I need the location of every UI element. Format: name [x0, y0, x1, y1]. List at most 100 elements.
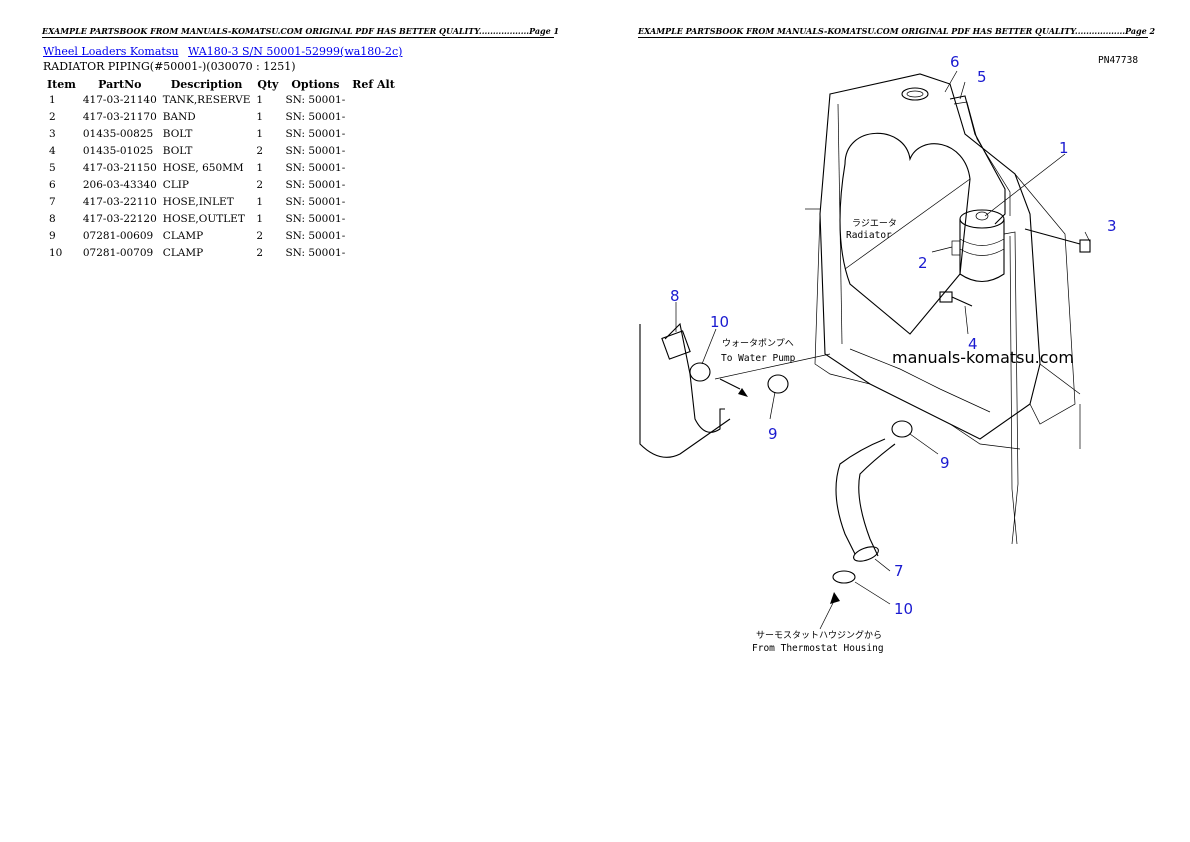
clamp-10-left — [689, 362, 711, 382]
column-header-description: Description — [170, 78, 243, 91]
radiator-label-jp: ラジエータ — [852, 218, 897, 229]
inlet-hose — [835, 438, 886, 555]
radiator-body — [805, 73, 1081, 450]
page2-header: EXAMPLE PARTSBOOK FROM MANUALS-KOMATSU.C… — [638, 26, 1156, 38]
cell-ref-alt — [348, 212, 399, 229]
cell-description: HOSE,OUTLET — [162, 213, 245, 225]
cell-options: SN: 50001- — [285, 94, 346, 106]
callout-7: 7 — [894, 562, 904, 580]
cell-ref-alt — [348, 144, 399, 161]
cell-partno: 417-03-21170 — [82, 111, 157, 123]
cell-options: SN: 50001- — [285, 145, 346, 157]
cell-options: SN: 50001- — [285, 128, 346, 140]
overflow-hose — [949, 95, 1006, 225]
column-header-partno: PartNo — [98, 78, 142, 91]
cell-qty: 1 — [256, 111, 264, 123]
cell-qty: 2 — [256, 179, 264, 191]
callout-5: 5 — [977, 68, 987, 86]
clamp-10-bottom — [832, 570, 856, 584]
cell-qty: 1 — [256, 196, 264, 208]
cell-item: 1 — [49, 94, 56, 106]
cell-options: SN: 50001- — [285, 162, 346, 174]
cell-ref-alt — [348, 161, 399, 178]
page1-header: EXAMPLE PARTSBOOK FROM MANUALS-KOMATSU.C… — [42, 26, 560, 38]
section-title: RADIATOR PIPING(#50001-)(030070 : 1251) — [43, 60, 296, 73]
cell-options: SN: 50001- — [285, 179, 346, 191]
breadcrumb-link-wheel-loaders[interactable]: Wheel Loaders Komatsu — [43, 45, 179, 58]
column-header-options: Options — [291, 78, 340, 91]
table-row: 6 206-03-43340 CLIP 2 SN: 50001- — [43, 178, 399, 195]
thermostat-label-en: From Thermostat Housing — [752, 643, 884, 654]
arrow-to-water-pump — [738, 388, 748, 397]
arrow-from-thermostat — [830, 592, 840, 604]
radiator-piping-diagram: PN47738 ラジエータ Radiator — [639, 53, 1138, 654]
thermostat-label-jp: サーモスタットハウジングから — [756, 629, 882, 641]
cell-description: HOSE,INLET — [162, 196, 234, 208]
cell-description: CLIP — [162, 179, 190, 191]
cell-qty: 1 — [256, 94, 264, 106]
cell-options: SN: 50001- — [285, 111, 346, 123]
cell-partno: 417-03-21140 — [82, 94, 157, 106]
cell-qty: 1 — [256, 162, 264, 174]
cell-description: BOLT — [162, 128, 193, 140]
cell-item: 6 — [49, 179, 56, 191]
cell-item: 10 — [49, 247, 63, 259]
callout-10-bottom: 10 — [894, 600, 913, 618]
cell-ref-alt — [348, 127, 399, 144]
bolt-4 — [939, 291, 973, 307]
cell-options: SN: 50001- — [285, 196, 346, 208]
column-header-ref-alt: Ref Alt — [352, 78, 395, 91]
cell-partno: 206-03-43340 — [82, 179, 157, 191]
cell-item: 7 — [49, 196, 56, 208]
tank-drain-pipe — [1003, 231, 1019, 545]
cell-item: 4 — [49, 145, 56, 157]
diagram-ref-code: PN47738 — [1098, 55, 1138, 66]
callout-10-left: 10 — [710, 313, 729, 331]
cell-item: 5 — [49, 162, 56, 174]
parts-table: Item PartNo Description Qty Options Ref … — [43, 76, 399, 263]
cell-item: 8 — [49, 213, 56, 225]
callout-2: 2 — [918, 254, 928, 272]
column-header-item: Item — [47, 78, 76, 91]
cell-qty: 2 — [256, 145, 264, 157]
reserve-tank — [951, 209, 1005, 283]
cell-options: SN: 50001- — [285, 230, 346, 242]
outlet-hose — [664, 322, 725, 433]
parts-table-header-row: Item PartNo Description Qty Options Ref … — [43, 76, 399, 93]
pump-label-jp: ウォータポンプへ — [722, 338, 794, 349]
cell-description: BAND — [162, 111, 196, 123]
table-row: 7 417-03-22110 HOSE,INLET 1 SN: 50001- — [43, 195, 399, 212]
breadcrumb: Wheel Loaders Komatsu WA180-3 S/N 50001-… — [43, 45, 408, 58]
column-header-qty: Qty — [257, 78, 279, 91]
bolt-3 — [1024, 228, 1091, 253]
callout-8: 8 — [670, 287, 680, 305]
leader-lines — [675, 70, 1091, 605]
cell-description: BOLT — [162, 145, 193, 157]
cell-partno: 417-03-22110 — [82, 196, 157, 208]
callout-9-right: 9 — [940, 454, 950, 472]
cell-ref-alt — [348, 246, 399, 263]
cell-qty: 2 — [256, 230, 264, 242]
clamp-9-left — [767, 374, 789, 394]
cell-item: 9 — [49, 230, 56, 242]
clamp-9-right — [891, 420, 913, 438]
cell-ref-alt — [348, 110, 399, 127]
cell-description: TANK,RESERVE — [162, 94, 251, 106]
cell-qty: 1 — [256, 128, 264, 140]
cell-qty: 2 — [256, 247, 264, 259]
watermark: manuals-komatsu.com — [892, 348, 1074, 367]
cell-item: 2 — [49, 111, 56, 123]
breadcrumb-link-model[interactable]: WA180-3 S/N 50001-52999(wa180-2c) — [188, 45, 403, 58]
cell-ref-alt — [348, 229, 399, 246]
callout-6: 6 — [950, 53, 960, 71]
cell-description: CLAMP — [162, 247, 204, 259]
cell-partno: 07281-00609 — [82, 230, 154, 242]
cell-qty: 1 — [256, 213, 264, 225]
cell-ref-alt — [348, 178, 399, 195]
cell-ref-alt — [348, 93, 399, 110]
cell-partno: 417-03-21150 — [82, 162, 157, 174]
